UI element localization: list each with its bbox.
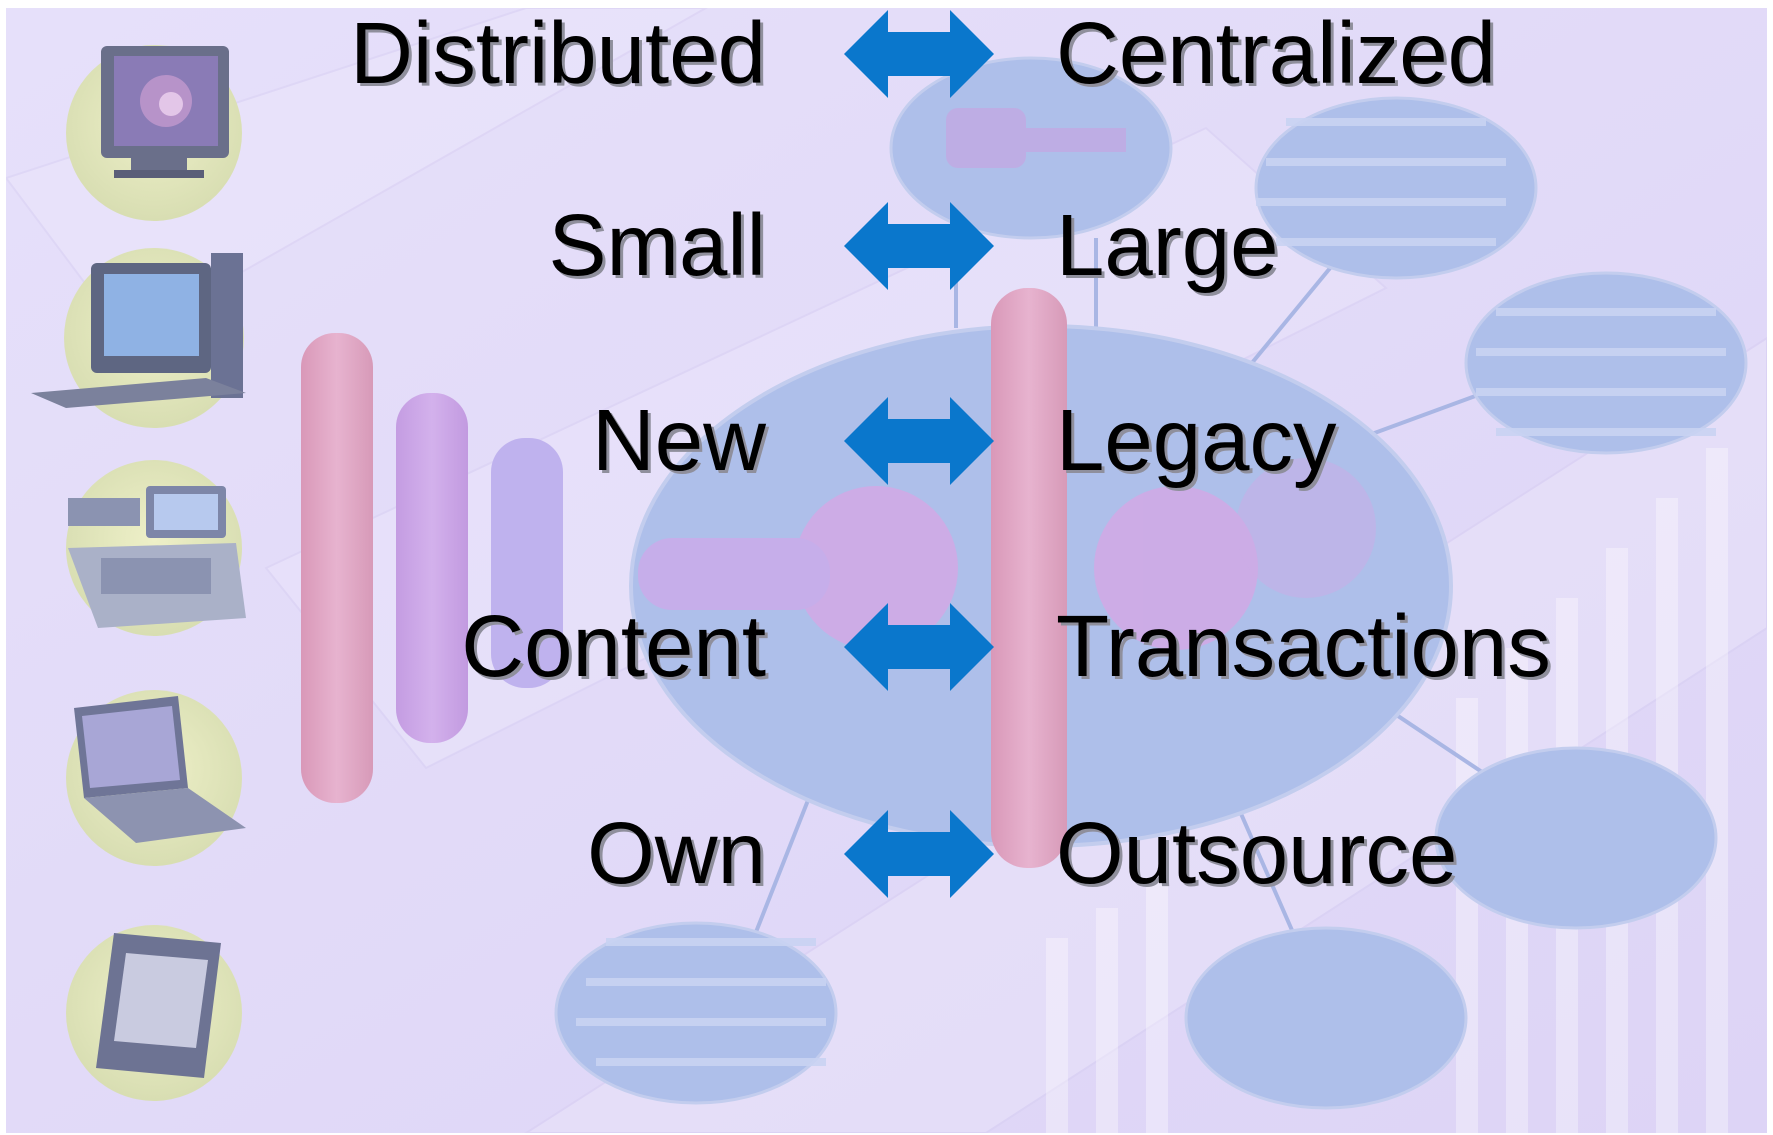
left-term: Distributed <box>350 8 766 102</box>
cash-register-icon <box>66 460 246 636</box>
key-shape <box>946 108 1126 168</box>
right-term: Outsource <box>1056 805 1458 902</box>
device-column <box>31 45 246 1101</box>
right-term: Transactions <box>1056 598 1551 695</box>
laptop-icon <box>66 690 246 866</box>
double-arrow-icon <box>844 603 994 691</box>
pair-row-small-large: Small Large <box>6 196 1767 306</box>
slide: Distributed Centralized Small Large New … <box>6 8 1767 1133</box>
vertical-bars <box>301 288 1067 868</box>
central-circles <box>794 458 1376 650</box>
pair-row-own-outsource: Own Outsource <box>6 804 1767 914</box>
double-arrow-icon <box>844 397 994 485</box>
right-term: Legacy <box>1056 392 1337 489</box>
right-term: Large <box>1056 197 1279 294</box>
right-term: Centralized <box>1056 8 1497 102</box>
pair-row-content-transactions: Content Transactions <box>6 597 1767 707</box>
pair-row-new-legacy: New Legacy <box>6 391 1767 501</box>
double-arrow-icon <box>844 10 994 98</box>
desktop-computer-icon <box>31 248 246 428</box>
left-term: Small <box>548 197 766 294</box>
left-term: New <box>591 392 766 489</box>
double-arrow-icon <box>844 202 994 290</box>
pda-icon <box>66 925 242 1101</box>
monitor-icon <box>66 45 242 221</box>
pair-row-distributed-centralized: Distributed Centralized <box>6 8 1767 114</box>
horizontal-pill <box>638 538 830 610</box>
background-illustration <box>6 8 1767 1133</box>
left-term: Content <box>461 598 766 695</box>
left-term: Own <box>587 805 766 902</box>
binary-texture <box>576 118 1726 1066</box>
double-arrow-icon <box>844 810 994 898</box>
